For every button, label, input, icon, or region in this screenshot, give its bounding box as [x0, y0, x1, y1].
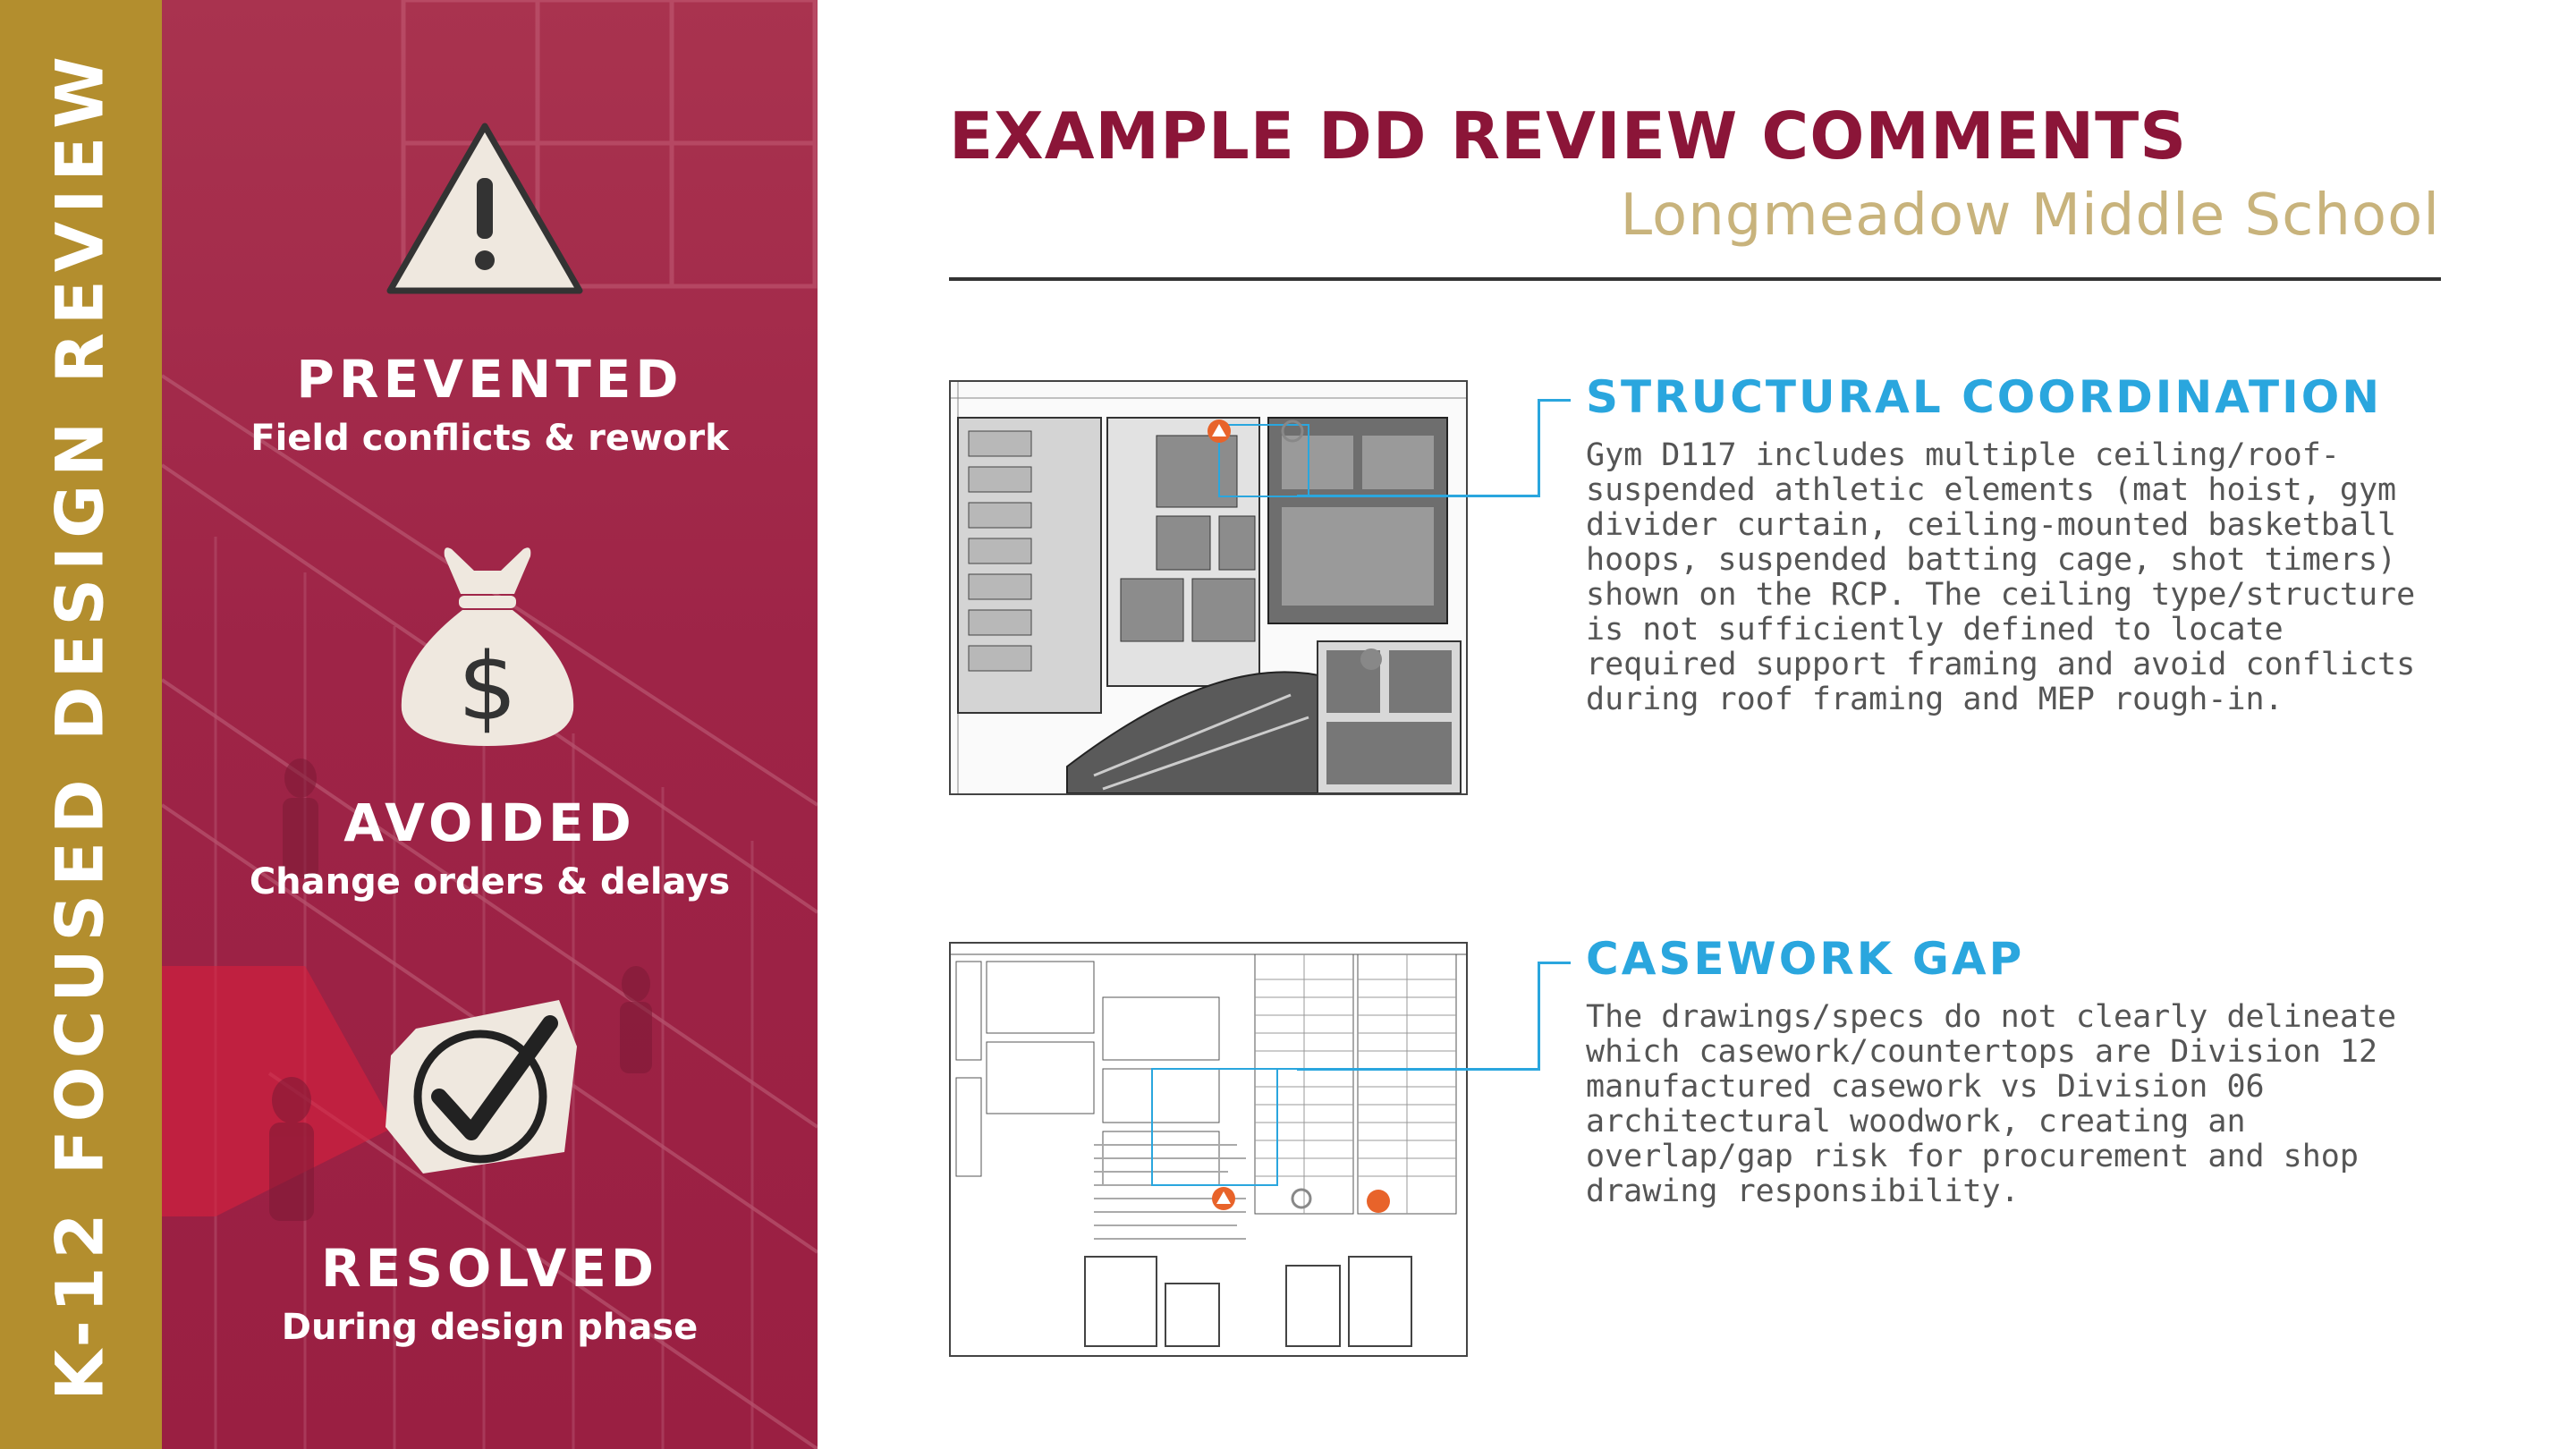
stat-heading: AVOIDED: [343, 792, 636, 853]
money-bag-icon: $: [401, 547, 574, 746]
stat-prevented: PREVENTED Field conflicts & rework: [162, 351, 818, 462]
gold-side-band: K-12 FOCUSED DESIGN REVIEW: [0, 0, 162, 1449]
page-title: EXAMPLE DD REVIEW COMMENTS: [949, 98, 2188, 174]
stat-avoided: AVOIDED Change orders & delays: [162, 794, 818, 905]
comment-title-casework: CASEWORK GAP: [1586, 933, 2025, 985]
vertical-title: K-12 FOCUSED DESIGN REVIEW: [42, 48, 119, 1401]
stat-resolved: RESOLVED During design phase: [162, 1240, 818, 1351]
stats-panel: PREVENTED Field conflicts & rework $ AVO…: [162, 0, 818, 1449]
stat-subtext: Field conflicts & rework: [250, 418, 729, 459]
warning-triangle-icon: [386, 123, 583, 294]
callout-line-2-horizontal: [1297, 1068, 1540, 1071]
callout-line-1-horizontal: [1297, 495, 1540, 497]
page-subtitle: Longmeadow Middle School: [1620, 182, 2440, 249]
header-divider: [949, 277, 2441, 281]
callout-bracket-1: [1538, 399, 1571, 497]
comment-title-structural: STRUCTURAL COORDINATION: [1586, 371, 2383, 423]
casework-drawing: [949, 942, 1468, 1357]
comment-body-casework: The drawings/specs do not clearly deline…: [1586, 999, 2397, 1209]
stat-subtext: During design phase: [281, 1307, 699, 1348]
stat-subtext: Change orders & delays: [249, 861, 731, 902]
callout-bracket-2: [1538, 962, 1571, 1071]
checkmark-icon: [386, 1000, 577, 1174]
stat-heading: PREVENTED: [296, 349, 683, 410]
comment-body-structural: Gym D117 includes multiple ceiling/roof-…: [1586, 437, 2416, 717]
svg-text:$: $: [458, 632, 517, 741]
floor-plan-drawing: [949, 380, 1468, 795]
stat-heading: RESOLVED: [321, 1238, 658, 1299]
